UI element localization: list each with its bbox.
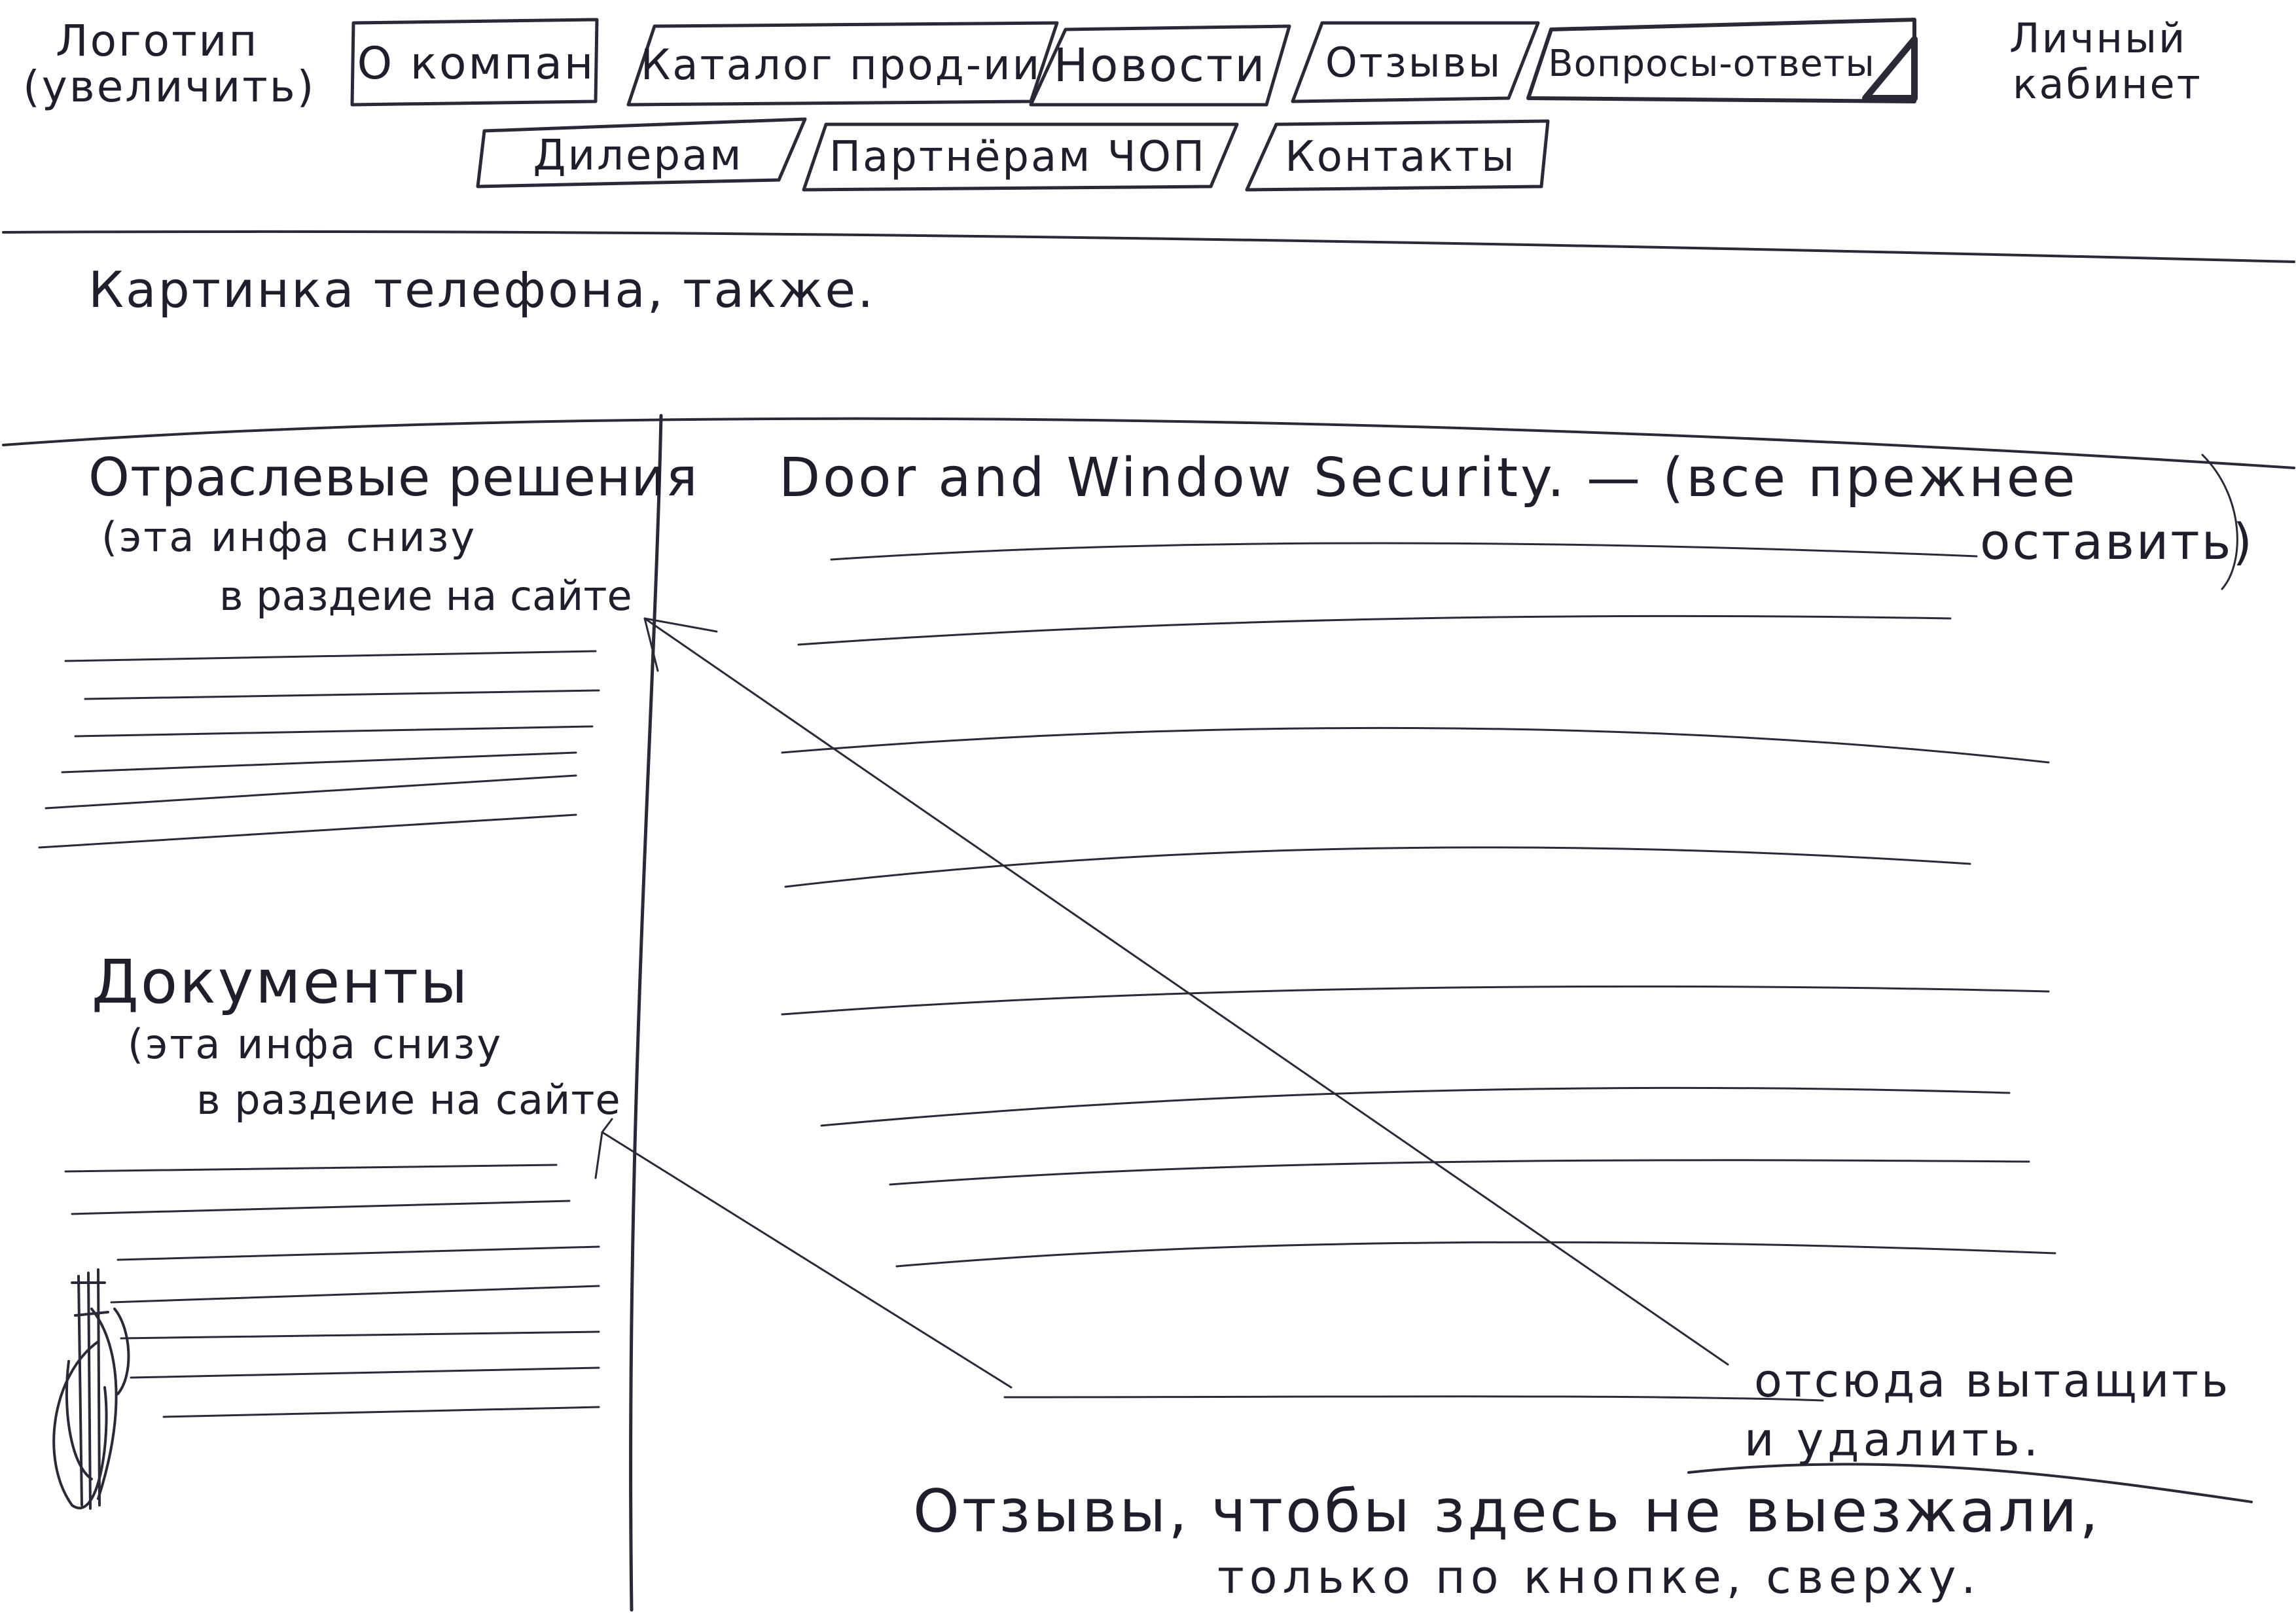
nav-item-catalog[interactable]: Каталог прод-ии xyxy=(641,29,1039,101)
nav-box-dealers[interactable] xyxy=(476,117,807,188)
header-divider xyxy=(2,230,2295,263)
account-line2[interactable]: кабинет xyxy=(2013,60,2202,108)
nav-item-contacts[interactable]: Контакты xyxy=(1266,128,1535,187)
nav-item-dealers[interactable]: Дилерам xyxy=(488,128,789,183)
nav-item-reviews-label: Отзывы xyxy=(1325,38,1503,86)
documents-note-line2: в раздеие на сайте xyxy=(196,1076,621,1124)
industry-solutions-note-line1: (эта инфа снизу xyxy=(101,513,477,561)
nav-item-about[interactable]: О компан xyxy=(357,26,596,101)
nav-item-partners[interactable]: Партнёрам ЧОП xyxy=(818,128,1217,187)
scribble-block xyxy=(52,1268,130,1510)
arrow-to-industry-solutions xyxy=(643,617,1729,1366)
sidebar-divider xyxy=(629,414,663,1612)
nav-item-catalog-label: Каталог прод-ии xyxy=(640,41,1042,90)
sidebar-section2-lines xyxy=(64,1164,600,1418)
account-line1[interactable]: Личный xyxy=(2009,14,2187,62)
nav-item-news[interactable]: Новости xyxy=(1047,29,1273,101)
industry-solutions-title[interactable]: Отраслевые решения xyxy=(88,447,698,508)
documents-title[interactable]: Документы xyxy=(92,947,470,1017)
documents-note-line1: (эта инфа снизу xyxy=(128,1020,503,1068)
nav-item-news-label: Новости xyxy=(1053,39,1267,92)
nav-box-partners[interactable] xyxy=(802,122,1239,192)
nav-item-faq-label: Вопросы-ответы xyxy=(1548,43,1875,85)
nav-box-about[interactable] xyxy=(350,18,599,107)
nav-item-about-label: О компан xyxy=(357,38,596,90)
nav-box-reviews[interactable] xyxy=(1291,21,1540,103)
nav-item-faq[interactable]: Вопросы-ответы xyxy=(1548,29,1875,98)
arrow-to-documents xyxy=(594,1118,1013,1389)
logo-line2: (увеличить) xyxy=(23,62,316,112)
banner-divider xyxy=(2,417,2295,469)
nav-item-dealers-label: Дилерам xyxy=(533,131,744,180)
note-underline xyxy=(1687,1463,2253,1503)
extract-note-line1: отсюда вытащить xyxy=(1754,1354,2231,1408)
banner-text: Картинка телефона, также. xyxy=(88,260,876,319)
nav-item-reviews[interactable]: Отзывы xyxy=(1306,26,1522,98)
reviews-note-line2: только по кнопке, сверху. xyxy=(1217,1550,1981,1604)
nav-box-contacts[interactable] xyxy=(1245,119,1550,192)
nav-box-news[interactable] xyxy=(1029,24,1291,107)
industry-solutions-note-line2: в раздеие на сайте xyxy=(219,572,632,620)
reviews-note-line1: Отзывы, чтобы здесь не выезжали, xyxy=(913,1477,2101,1546)
extract-note-line2: и удалить. xyxy=(1744,1413,2042,1467)
main-title-bracket xyxy=(2201,454,2238,590)
nav-item-partners-label: Партнёрам ЧОП xyxy=(829,133,1207,181)
nav-box-faq-corner xyxy=(1862,36,1918,101)
sidebar-section1-lines xyxy=(38,650,600,849)
nav-item-contacts-label: Контакты xyxy=(1285,133,1516,181)
main-title: Door and Window Security. — (все прежнее xyxy=(779,447,2078,509)
logo-line1: Логотип xyxy=(56,16,259,66)
main-content-lines xyxy=(781,542,2056,1402)
main-title-cont: оставить) xyxy=(1980,512,2255,571)
